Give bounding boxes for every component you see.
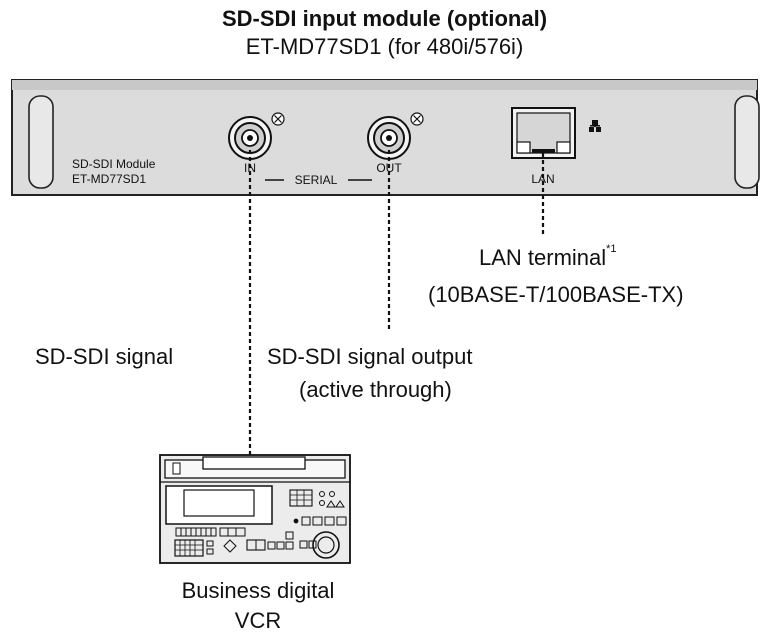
serial-label: SERIAL bbox=[294, 173, 338, 187]
vcr-label-line1: Business digital bbox=[181, 578, 335, 603]
lan-port-icon bbox=[511, 107, 576, 159]
diagram-subtitle: ET-MD77SD1 (for 480i/576i) bbox=[245, 34, 524, 59]
sdi-output-note: (active through) bbox=[299, 377, 452, 402]
module-model-label: ET-MD77SD1 bbox=[72, 172, 147, 186]
bnc-connector-in-icon bbox=[228, 112, 285, 160]
module-name-label: SD-SDI Module bbox=[72, 157, 156, 171]
in-label: IN bbox=[244, 161, 256, 175]
vcr-device-icon bbox=[159, 454, 351, 564]
out-label: OUT bbox=[376, 161, 402, 175]
sdi-signal-label: SD-SDI signal bbox=[35, 344, 174, 369]
connection-lines bbox=[248, 150, 545, 455]
lan-terminal-note: *1 bbox=[606, 243, 617, 255]
sdi-output-label: SD-SDI signal output bbox=[267, 344, 473, 369]
lan-label: LAN bbox=[531, 172, 555, 186]
right-handle bbox=[734, 95, 760, 189]
left-handle bbox=[28, 95, 54, 189]
module-panel bbox=[11, 79, 760, 196]
bnc-connector-out-icon bbox=[367, 112, 424, 160]
lan-spec-label: (10BASE-T/100BASE-TX) bbox=[428, 282, 684, 307]
diagram-title: SD-SDI input module (optional) bbox=[221, 6, 548, 31]
network-icon bbox=[589, 120, 601, 132]
lan-terminal-label: LAN terminal*1 bbox=[479, 243, 617, 270]
vcr-label-line2: VCR bbox=[234, 608, 282, 633]
